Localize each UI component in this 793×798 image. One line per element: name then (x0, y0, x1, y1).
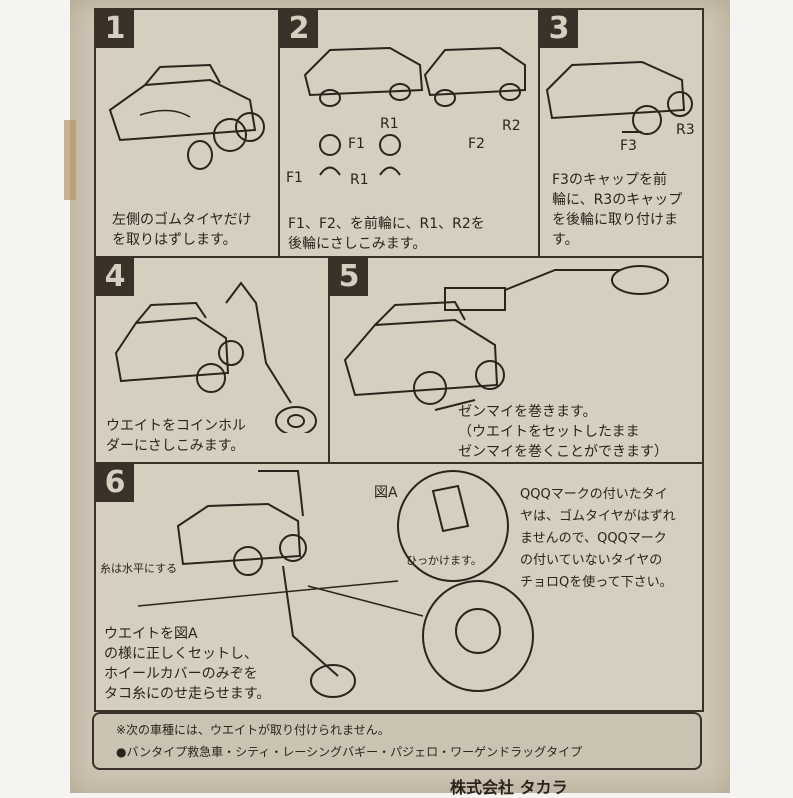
part-label: F1 (286, 170, 303, 186)
step-3-text: F3のキャップを前 輪に、R3のキャップ を後輪に取り付けま す。 (552, 172, 683, 248)
step-4-panel: 4 ウエイトをコインホル ダーにさしこみます。 (94, 256, 330, 464)
car-string-illustration (137, 470, 534, 698)
step-2-text: F1、F2、を前輪に、R1、R2を 後輪にさしこみます。 (288, 216, 485, 252)
step-3-panel: 3 F3 R3 F3のキャップを前 輪に、R3のキャップ を後輪に取り付けま す… (538, 8, 704, 258)
car-illustration (303, 46, 424, 107)
part-label: F1 (348, 136, 365, 152)
part-label: R2 (502, 118, 521, 134)
qqq-text: QQQマークの付いたタイ ヤは、ゴムタイヤがはずれ ませんので、QQQマーク の… (520, 487, 676, 590)
step-number: 3 (540, 10, 578, 48)
part-label: R1 (350, 172, 369, 188)
step-6-text: ウエイトを図A の様に正しくセットし、 ホイールカバーのみぞを タコ糸にのせ走ら… (104, 626, 271, 702)
car-illustration (423, 46, 526, 107)
paper-stain (64, 120, 76, 200)
part-label: R1 (380, 116, 399, 132)
step-4-text: ウエイトをコインホル ダーにさしこみます。 (106, 418, 246, 454)
car-winding-illustration (343, 265, 669, 411)
note-line-2: ●バンタイプ救急車・シティ・レーシングバギー・パジェロ・ワーゲンドラッグタイプ (116, 745, 583, 759)
step-5-panel: 5 ゼンマイを巻きます。 （ウエイトをセットしたまま ゼンマイを巻くことができま… (328, 256, 704, 464)
note-box: ※次の車種には、ウエイトが取り付けられません。 ●バンタイプ救急車・シティ・レー… (92, 712, 702, 770)
part-label: F2 (468, 136, 485, 152)
string-label: 糸は水平にする (100, 562, 178, 575)
wheel-parts (319, 134, 401, 176)
company-name: 株式会社 タカラ (450, 778, 568, 797)
note-line-1: ※次の車種には、ウエイトが取り付けられません。 (116, 723, 390, 737)
figure-a-label: 図A (374, 485, 398, 501)
hook-label: ひっかけます。 (406, 554, 482, 567)
step-number: 5 (330, 258, 368, 296)
step-number: 1 (96, 10, 134, 48)
part-label: F3 (620, 138, 637, 154)
part-label: R3 (676, 122, 695, 138)
car-illustration (108, 63, 265, 170)
step-1-text: 左側のゴムタイヤだけ を取りはずします。 (112, 212, 252, 248)
step-6-panel: 6 図A ひっかけます。 糸は水平にする QQQマークの付いたタイ ヤは、ゴムタ… (94, 462, 704, 712)
step-5-text: ゼンマイを巻きます。 （ウエイトをセットしたまま ゼンマイを巻くことができます） (458, 404, 668, 460)
car-weight-illustration (114, 281, 317, 433)
step-1-panel: 1 左側のゴムタイヤだけ を取りはずします。 (94, 8, 280, 258)
step-number: 2 (280, 10, 318, 48)
step-number: 6 (96, 464, 134, 502)
step-number: 4 (96, 258, 134, 296)
car-illustration (545, 60, 693, 135)
step-2-panel: 2 R1 F1 F1 R1 R2 F2 F1、F2、を前輪に、R1、R2を 後輪… (278, 8, 540, 258)
